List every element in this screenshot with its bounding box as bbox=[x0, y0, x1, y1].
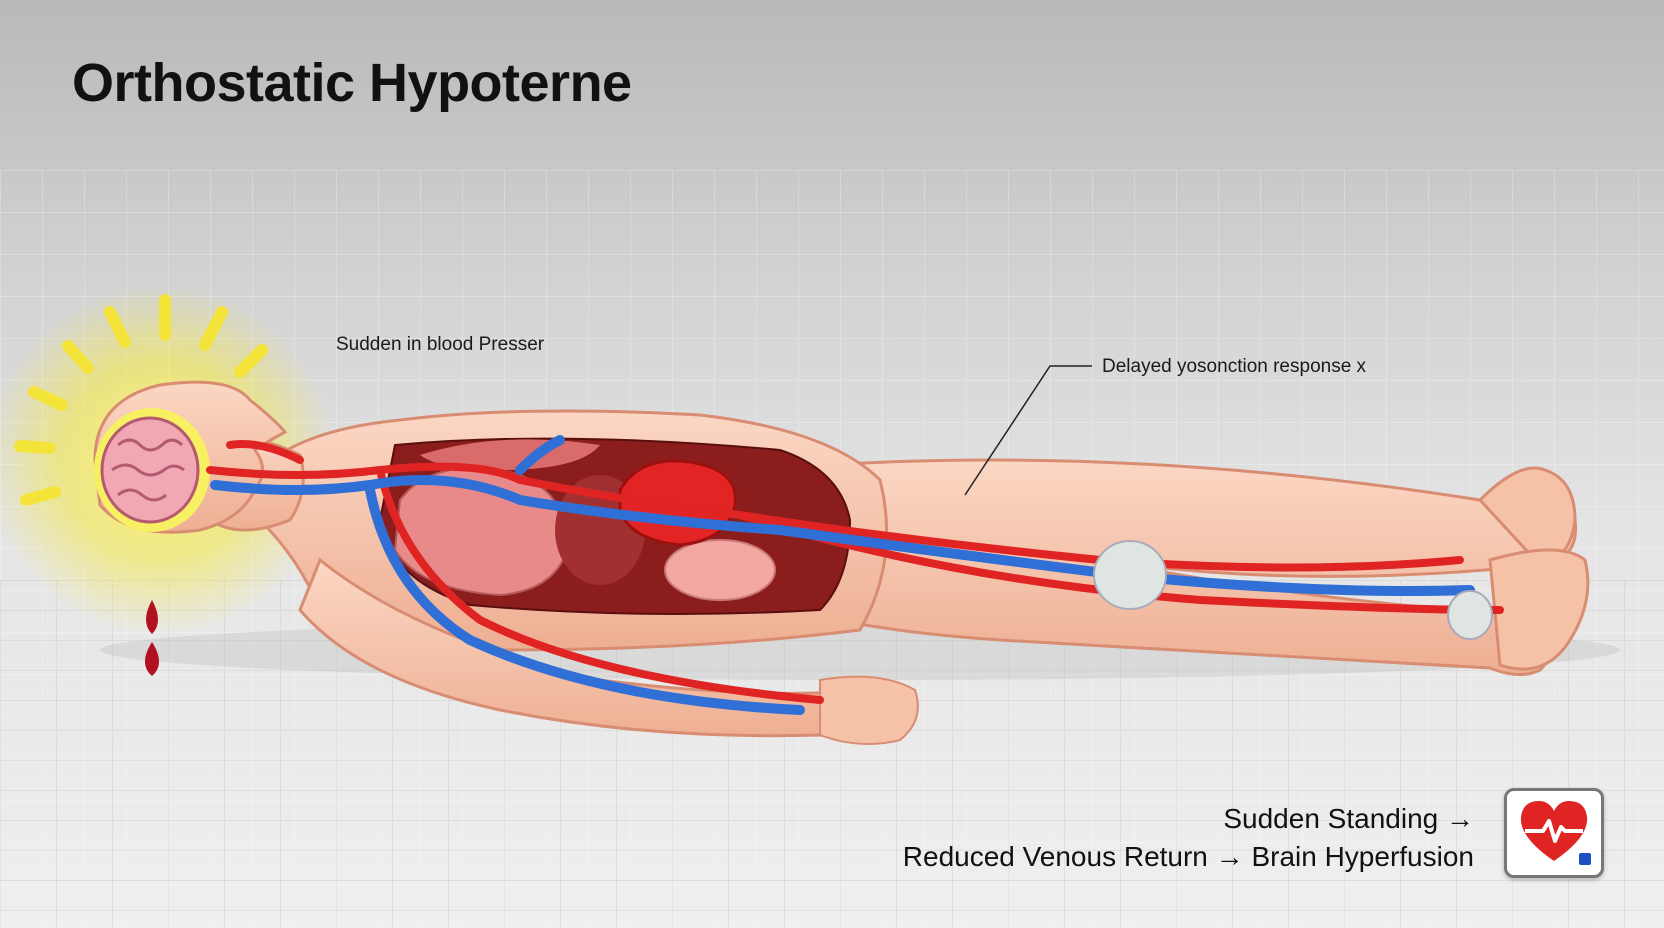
heart-pulse-icon bbox=[1520, 801, 1591, 865]
veins bbox=[210, 435, 1475, 715]
brain bbox=[100, 416, 200, 524]
page-title: Orthostatic Hypoterne bbox=[72, 53, 632, 113]
brain-folds bbox=[111, 438, 185, 502]
ankle-joint bbox=[1447, 590, 1493, 640]
summary-line-2: Reduced Venous Return → Brain Hyperfusio… bbox=[902, 841, 1474, 872]
hand bbox=[819, 675, 919, 745]
annotation-delayed-response: Delayed yosonction response x bbox=[1102, 356, 1367, 377]
arteries bbox=[206, 440, 1504, 704]
annotation-pressure-drop: Sudden in blood Presser bbox=[336, 334, 545, 355]
organ-intestine bbox=[664, 539, 776, 601]
blood-drop-icon bbox=[145, 600, 159, 676]
summary-line-1: Sudden Standing → bbox=[1223, 803, 1474, 834]
summary-caption: Sudden Standing → Reduced Venous Return … bbox=[903, 800, 1474, 876]
knee-joint bbox=[1093, 540, 1167, 610]
foot-lower bbox=[1488, 548, 1590, 671]
heart-pulse-badge bbox=[1504, 788, 1604, 878]
annotation-leader-line bbox=[964, 365, 1092, 496]
